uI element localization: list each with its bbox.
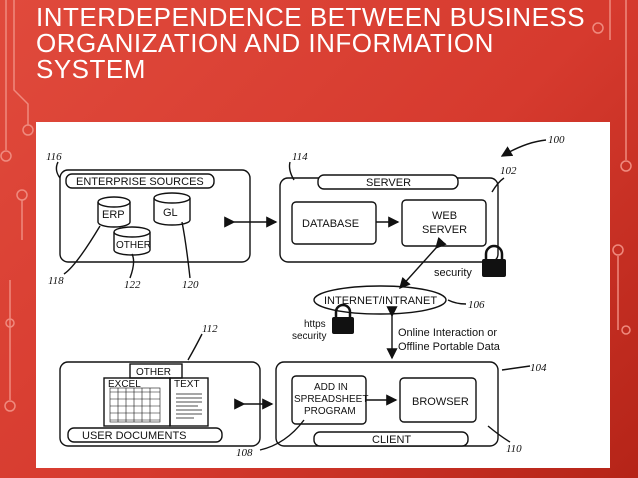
ref-102: 102 <box>500 165 517 177</box>
ref-110: 110 <box>506 443 522 455</box>
https-label-2: security <box>292 331 326 342</box>
ref-112: 112 <box>202 323 218 335</box>
browser-label: BROWSER <box>412 396 469 408</box>
database-label: DATABASE <box>302 218 359 230</box>
text-document-box <box>169 377 209 427</box>
text-label: TEXT <box>174 379 200 390</box>
client-label: CLIENT <box>372 434 411 446</box>
other-database-icon <box>113 226 151 256</box>
server-label: SERVER <box>366 177 411 189</box>
browser-box <box>399 377 477 423</box>
enterprise-sources-box <box>59 169 251 263</box>
text-lines-icon <box>176 393 202 419</box>
architecture-diagram: ENTERPRISE SOURCES ERP GL OTHER SERVER D… <box>46 134 565 459</box>
erp-label: ERP <box>102 209 125 221</box>
title-line-2: ORGANIZATION AND INFORMATION <box>36 28 494 58</box>
online-label-1: Online Interaction or <box>398 327 497 339</box>
addin-label-1: ADD IN <box>314 382 348 393</box>
slide-title: INTERDEPENDENCE BETWEEN BUSINESS ORGANIZ… <box>36 4 616 82</box>
ref-120: 120 <box>182 279 199 291</box>
gl-database-icon <box>153 192 191 226</box>
excel-grid-icon <box>109 387 161 423</box>
web-server-label-2: SERVER <box>422 224 467 236</box>
addin-label-2: SPREADSHEET <box>294 394 368 405</box>
security-label: security <box>434 267 472 279</box>
enterprise-sources-label: ENTERPRISE SOURCES <box>76 176 204 188</box>
title-line-1: INTERDEPENDENCE BETWEEN BUSINESS <box>36 2 586 32</box>
addin-label-3: PROGRAM <box>304 406 356 417</box>
erp-database-icon <box>97 196 131 228</box>
https-label-1: https <box>304 319 326 330</box>
web-internet-arrow <box>399 236 447 290</box>
diagram-panel: ENTERPRISE SOURCES ERP GL OTHER SERVER D… <box>36 122 610 468</box>
gl-label: GL <box>163 207 178 219</box>
web-server-box <box>401 199 487 247</box>
ref-114: 114 <box>292 151 308 163</box>
client-tab <box>313 431 469 447</box>
web-server-label-1: WEB <box>432 210 457 222</box>
excel-label: EXCEL <box>108 379 141 390</box>
other-doc-label: OTHER <box>136 367 171 378</box>
ref-100: 100 <box>548 134 565 146</box>
internet-ellipse <box>313 285 447 315</box>
ref-122: 122 <box>124 279 141 291</box>
https-lock-icon <box>332 303 354 334</box>
online-label-2: Offline Portable Data <box>398 341 501 353</box>
database-box <box>291 201 377 245</box>
server-tab <box>317 174 459 190</box>
user-documents-tab <box>67 427 223 443</box>
ref-104: 104 <box>530 362 547 374</box>
enterprise-sources-tab <box>65 173 215 189</box>
ref-108: 108 <box>236 447 253 459</box>
internet-label: INTERNET/INTRANET <box>324 295 437 307</box>
ref-118: 118 <box>48 275 64 287</box>
ref-116: 116 <box>46 151 62 163</box>
ref-106: 106 <box>468 299 485 311</box>
other-db-label: OTHER <box>116 240 151 251</box>
user-documents-label: USER DOCUMENTS <box>82 430 187 442</box>
lock-icon <box>482 244 506 277</box>
title-line-3: SYSTEM <box>36 54 146 84</box>
